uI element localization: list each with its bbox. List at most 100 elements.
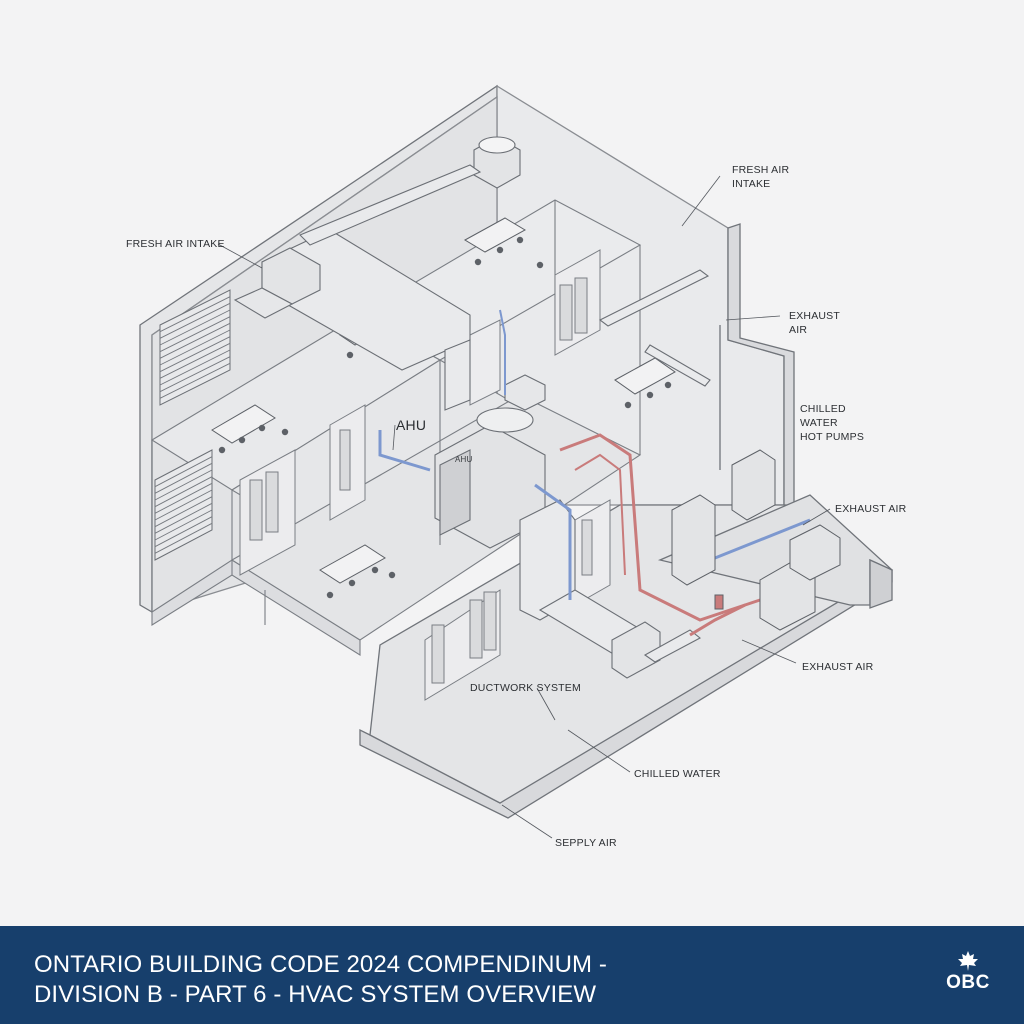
louver-slat xyxy=(159,316,231,353)
maple-leaf-icon xyxy=(958,951,978,971)
louver-slat xyxy=(154,502,213,534)
chair xyxy=(474,258,482,266)
label-chilled-water: CHILLED WATER xyxy=(634,768,721,780)
chairs xyxy=(218,236,672,599)
hot-pipe-2 xyxy=(574,453,626,576)
label-exhaust-air-lower: EXHAUST AIR xyxy=(802,661,874,673)
chair xyxy=(258,424,266,432)
label-chilled-water-hot-pumps-line3: HOT PUMPS xyxy=(800,431,864,443)
louver-slat xyxy=(159,309,231,346)
chair xyxy=(388,571,396,579)
label-exhaust-air-top-line1: EXHAUST xyxy=(789,310,840,322)
mech-slab-edge xyxy=(869,558,893,609)
label-fresh-air-intake-left: FRESH AIR INTAKE xyxy=(126,238,225,250)
footer-banner: ONTARIO BUILDING CODE 2024 COMPENDINUM -… xyxy=(0,926,1024,1024)
chair xyxy=(281,428,289,436)
door xyxy=(265,471,279,533)
louver-slat xyxy=(154,522,213,554)
ahu-top-box xyxy=(504,374,546,411)
chair xyxy=(346,351,354,359)
label-chilled-water-hot-pumps-line2: WATER xyxy=(800,417,838,429)
louver-slat xyxy=(159,349,231,386)
chair xyxy=(326,591,334,599)
chair xyxy=(624,401,632,409)
supply-pipe-right xyxy=(709,518,811,562)
exhaust-duct-right xyxy=(598,269,710,327)
footer-title-line-1: ONTARIO BUILDING CODE 2024 COMPENDINUM - xyxy=(34,951,607,978)
chair xyxy=(348,579,356,587)
chair xyxy=(218,446,226,454)
ahu-grille xyxy=(439,449,471,536)
chair xyxy=(664,381,672,389)
door xyxy=(574,277,588,334)
chair xyxy=(238,436,246,444)
louver-slats xyxy=(154,296,231,554)
label-ahu-callout: AHU xyxy=(396,417,426,433)
door xyxy=(431,624,445,684)
label-fresh-air-intake-right-line1: FRESH AIR xyxy=(732,164,789,176)
exhaust-duct-mid xyxy=(644,344,711,387)
chair xyxy=(496,246,504,254)
duct-elbow xyxy=(233,287,294,319)
footer-title-line-2: DIVISION B - PART 6 - HVAC SYSTEM OVERVI… xyxy=(34,981,597,1008)
louver-slat xyxy=(154,482,213,514)
hot-pipe-lower xyxy=(689,603,746,637)
label-exhaust-air-right: EXHAUST AIR xyxy=(835,503,907,515)
label-exhaust-air-top-line2: AIR xyxy=(789,324,807,336)
louver-slat xyxy=(159,322,231,359)
ahu-fan xyxy=(476,407,534,433)
chiller xyxy=(671,494,716,586)
door xyxy=(559,284,573,341)
roof-fan xyxy=(478,136,516,154)
door xyxy=(581,519,593,576)
desk xyxy=(463,217,527,253)
desk xyxy=(319,544,386,584)
door xyxy=(339,429,351,491)
louver-slat xyxy=(159,296,231,333)
louver-slat xyxy=(154,516,213,548)
duct-box-bottom xyxy=(611,621,661,679)
supply-pipe-riser xyxy=(499,309,506,395)
interior-walls xyxy=(239,249,611,701)
logo-text: OBC xyxy=(946,972,990,993)
chair xyxy=(371,566,379,574)
leader-lines xyxy=(217,175,831,839)
hot-pipe xyxy=(559,433,761,622)
ductwork xyxy=(233,136,711,679)
louver-slat xyxy=(159,302,231,339)
door xyxy=(249,479,263,541)
door xyxy=(469,599,483,659)
louver-slat xyxy=(154,509,213,541)
louver-slat xyxy=(154,456,213,488)
fresh-air-duct-top xyxy=(299,164,482,246)
label-fresh-air-intake-right-line2: INTAKE xyxy=(732,178,770,190)
louver-slat xyxy=(159,342,231,379)
duct-riser xyxy=(444,339,471,411)
heat-exchanger xyxy=(789,524,841,581)
footer-title: ONTARIO BUILDING CODE 2024 COMPENDINUM -… xyxy=(34,950,914,1010)
door xyxy=(483,591,497,651)
louver-slat xyxy=(154,496,213,528)
louver-slat xyxy=(154,476,213,508)
louver-slat xyxy=(154,489,213,521)
mechanical-equipment xyxy=(671,449,841,631)
supply-pipe-upper xyxy=(378,430,431,472)
label-chilled-water-hot-pumps-line1: CHILLED xyxy=(800,403,846,415)
louver-slat xyxy=(159,329,231,366)
building-cutaway: FRESH AIR INTAKE FRESH AIR INTAKE EXHAUS… xyxy=(126,84,907,849)
label-supply-air: SEPPLY AIR xyxy=(555,837,617,849)
duct-to-right xyxy=(643,629,701,663)
louver-slat xyxy=(159,362,231,399)
louver-slat xyxy=(159,356,231,393)
chair xyxy=(516,236,524,244)
louver-slat xyxy=(154,462,213,494)
desk xyxy=(614,357,676,395)
hvac-isometric-diagram: FRESH AIR INTAKE FRESH AIR INTAKE EXHAUS… xyxy=(126,84,907,849)
piping xyxy=(378,309,811,637)
chair xyxy=(536,261,544,269)
valve xyxy=(714,594,724,610)
label-ductwork-system: DUCTWORK SYSTEM xyxy=(470,682,581,694)
chair xyxy=(646,391,654,399)
supply-pipe xyxy=(534,483,572,600)
louver-slat xyxy=(154,469,213,501)
